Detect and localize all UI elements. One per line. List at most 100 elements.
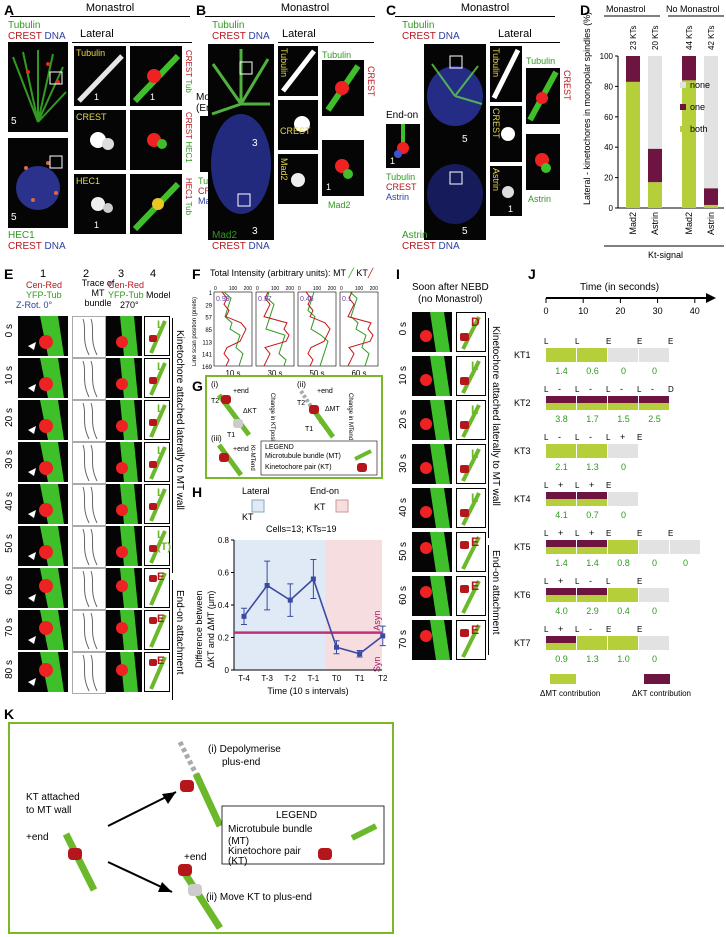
e-model-letter-6: E — [157, 571, 165, 583]
j-seg-kt-6-0 — [546, 636, 576, 643]
j-seg-mt-4-1 — [577, 547, 607, 554]
j-seg-6-3 — [639, 636, 669, 650]
g-legend: LEGEND — [265, 444, 294, 451]
d-count-3: 42 KTs — [707, 26, 716, 50]
f-xt200-1: 200 — [286, 286, 295, 292]
panel-b-inset-2: CREST — [278, 100, 318, 150]
h-point-4 — [334, 644, 339, 650]
j-row-name-2: KT3 — [514, 446, 531, 456]
j-letter-0-0: L — [544, 337, 549, 346]
f-ytick-2: 57 — [205, 316, 212, 322]
panel-a-lateral: Lateral — [80, 28, 114, 40]
h-ylabel-1: Difference between — [194, 591, 204, 668]
e-frame-8 — [18, 652, 68, 692]
j-letter-5-3: E — [637, 577, 642, 586]
panel-a-merge-1: 1 — [130, 46, 182, 106]
e-trace-2 — [72, 400, 106, 442]
f-value-2: 0.45 — [300, 296, 314, 303]
e-model-5: L (T) — [144, 526, 171, 566]
f-time-3: 60 s — [351, 369, 366, 378]
d-legend-swatch-none — [680, 82, 686, 88]
e-trace-6 — [72, 568, 106, 610]
j-value-4-1: 1.4 — [586, 558, 599, 568]
d-legend-both: both — [690, 124, 708, 134]
j-letter-4-3: E — [637, 529, 642, 538]
h-xtick-5: T1 — [355, 674, 365, 683]
k-kt-attached-1: KT attached — [26, 792, 80, 803]
f-xt0-2: 0 — [298, 286, 301, 292]
h-xtick-4: T0 — [332, 674, 342, 683]
panel-b-crest-dna: CREST DNA — [212, 31, 270, 42]
i-model-letter-3: L — [471, 447, 479, 461]
j-seg-5-3 — [639, 588, 669, 602]
panel-e-lateral-side: Kinetochore attached laterally to MT wal… — [174, 330, 185, 510]
panel-a-merge-2 — [130, 110, 182, 170]
j-letter-0-2: E — [606, 337, 611, 346]
j-seg-kt-3-0 — [546, 492, 576, 499]
i-frame-7 — [412, 620, 452, 660]
i-frame-1 — [412, 356, 452, 396]
g-dmt: ΔMT — [325, 406, 341, 413]
j-sign-1-3: - — [651, 384, 654, 394]
j-value-1-3: 2.5 — [648, 414, 661, 424]
j-seg-6-1 — [577, 636, 607, 650]
panel-e-label: E — [4, 266, 14, 282]
j-value-4-3: 0 — [652, 558, 657, 568]
j-title: Time (in seconds) — [580, 282, 659, 293]
j-value-2-2: 0 — [621, 462, 626, 472]
d-ytick-label-3: 60 — [604, 113, 613, 122]
k-plus-end-1: +end — [26, 832, 49, 843]
j-value-3-1: 0.7 — [586, 510, 599, 520]
d-group-nomonastrol: No Monastrol — [666, 4, 720, 14]
j-row-name-1: KT2 — [514, 398, 531, 408]
panel-a-side-1: CREST Tub — [184, 50, 193, 93]
j-letter-4-0: L — [544, 529, 549, 538]
panel-f-title: Total Intensity (arbitrary units): MT ╱ … — [210, 268, 374, 278]
e-trace-8 — [72, 652, 106, 694]
panel-i-label: I — [396, 266, 400, 282]
e-frame270-2 — [106, 400, 142, 440]
j-seg-kt-1-2 — [608, 396, 638, 403]
j-sign-4-1: + — [589, 528, 594, 538]
i-model-letter-5: E — [471, 535, 480, 549]
d-count-2: 44 KTs — [685, 26, 694, 50]
j-letter-6-2: E — [606, 625, 611, 634]
j-letter-1-0: L — [544, 385, 549, 394]
e-frame-4 — [18, 484, 68, 524]
j-letter-3-0: L — [544, 481, 549, 490]
f-ytick-3: 85 — [205, 328, 212, 334]
j-letter-2-3: E — [637, 433, 642, 442]
j-value-6-2: 1.0 — [617, 654, 630, 664]
h-legend-lateral-kt: KT — [242, 512, 254, 522]
j-seg-kt-1-0 — [546, 396, 576, 403]
f-mt-line-3 — [349, 291, 370, 367]
j-letter-4-4: E — [668, 529, 673, 538]
panel-c-title: Monastrol — [460, 2, 510, 14]
panel-c-inset-1: Tubulin — [490, 46, 522, 102]
panel-a-side-3: HEC1 Tub — [184, 178, 193, 216]
panel-e-trace: Trace of MT bundle — [81, 278, 115, 308]
e-frame270-8 — [106, 652, 142, 692]
j-seg-kt-5-0 — [546, 588, 576, 595]
panel-b-tubulin: Tubulin — [212, 20, 245, 31]
j-letter-6-1: L — [575, 625, 580, 634]
panel-c-merge-astrin: Astrin — [528, 194, 552, 204]
i-model-letter-1: L — [471, 359, 479, 373]
h-bg-lateral — [234, 540, 325, 670]
panel-c-merge-tubulin: Tubulin — [526, 56, 556, 66]
d-bar-one-1 — [648, 148, 662, 183]
j-sign-4-0: + — [558, 528, 563, 538]
i-time-6: 60 s — [398, 586, 409, 605]
e-trace-5 — [72, 526, 106, 568]
d-bar-none-1 — [648, 56, 662, 149]
h-syn: Syn — [372, 657, 382, 673]
j-seg-4-4 — [670, 540, 700, 554]
j-letter-5-1: L — [575, 577, 580, 586]
j-value-0-1: 0.6 — [586, 366, 599, 376]
f-xt200-0: 200 — [244, 286, 253, 292]
j-value-3-2: 0 — [621, 510, 626, 520]
panel-g-label: G — [192, 378, 203, 394]
